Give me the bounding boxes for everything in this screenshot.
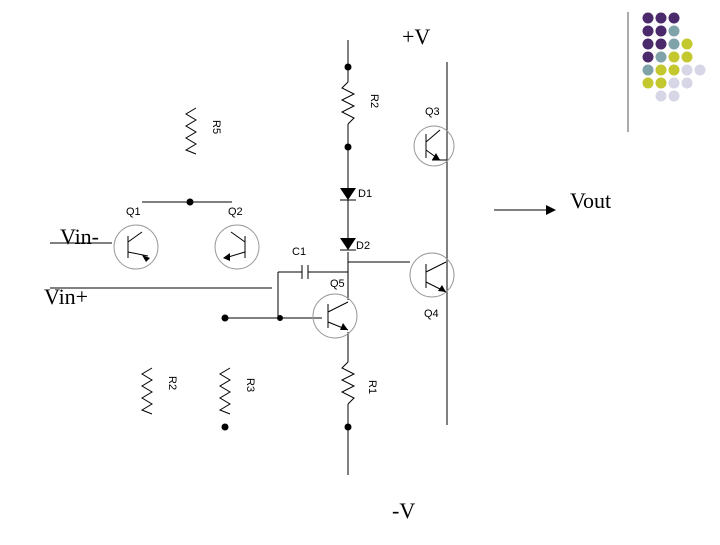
q1-label: Q1 bbox=[126, 206, 141, 218]
decorative-dot bbox=[668, 38, 680, 50]
q1-emitter-arrow bbox=[142, 255, 150, 262]
q4-label: Q4 bbox=[424, 308, 439, 320]
d2-label: D2 bbox=[356, 240, 371, 252]
resistor-r3-symbol bbox=[218, 367, 231, 415]
transistor-q1-body bbox=[113, 224, 159, 270]
r1-label: R1 bbox=[366, 380, 378, 395]
decorative-dot bbox=[655, 90, 667, 102]
junction-dot bbox=[344, 63, 352, 71]
junction-dot bbox=[277, 315, 283, 321]
decorative-dot bbox=[642, 51, 654, 63]
decorative-dot bbox=[681, 64, 693, 76]
decorative-dot bbox=[668, 12, 680, 24]
c1-label: C1 bbox=[292, 246, 307, 258]
r3-label: R3 bbox=[244, 378, 256, 393]
q2-emitter-arrow bbox=[223, 253, 230, 261]
q5-label: Q5 bbox=[330, 278, 345, 290]
transistor-q5-internals bbox=[327, 301, 349, 331]
vin-plus-label: Vin+ bbox=[44, 284, 89, 309]
resistor-r5-symbol bbox=[184, 107, 197, 155]
supply-positive-label: +V bbox=[402, 24, 431, 49]
resistor-r2-left-symbol bbox=[140, 367, 153, 415]
q3-emitter-arrow bbox=[432, 153, 440, 160]
decorative-dot bbox=[642, 77, 654, 89]
decorative-dot bbox=[668, 25, 680, 37]
q4-emitter-arrow bbox=[438, 285, 446, 292]
junction-dot bbox=[221, 423, 229, 431]
transistor-q3-internals bbox=[425, 129, 441, 161]
decorative-dot bbox=[668, 90, 680, 102]
transistor-q1-internals bbox=[127, 231, 149, 258]
junction-dot bbox=[344, 423, 352, 431]
vout-arrow-head bbox=[546, 205, 556, 215]
decorative-dot bbox=[668, 51, 680, 63]
d1-label: D1 bbox=[358, 188, 373, 200]
decorative-dot bbox=[655, 64, 667, 76]
q5-emitter-arrow bbox=[340, 323, 348, 330]
decorative-dot bbox=[681, 38, 693, 50]
q3-label: Q3 bbox=[425, 106, 440, 118]
r5-label: R5 bbox=[210, 120, 222, 135]
decorative-dot bbox=[655, 38, 667, 50]
transistor-q4-body bbox=[409, 252, 455, 298]
decorative-dot-grid bbox=[642, 12, 706, 102]
supply-negative-label: -V bbox=[392, 498, 416, 523]
decorative-dot bbox=[681, 77, 693, 89]
resistor-r2-top-symbol bbox=[340, 81, 356, 125]
decorative-dot bbox=[668, 64, 680, 76]
decorative-dot bbox=[655, 51, 667, 63]
vout-label: Vout bbox=[570, 188, 612, 213]
junction-dot bbox=[221, 314, 229, 322]
decorative-dot bbox=[694, 64, 706, 76]
decorative-dot bbox=[668, 77, 680, 89]
junction-dot bbox=[344, 143, 352, 151]
decorative-dot bbox=[655, 12, 667, 24]
diode-d2-symbol bbox=[340, 238, 356, 250]
q2-label: Q2 bbox=[228, 206, 243, 218]
junction-dot bbox=[186, 198, 194, 206]
vin-minus-label: Vin- bbox=[60, 224, 100, 249]
r2-top-label: R2 bbox=[368, 94, 380, 109]
r2-left-label: R2 bbox=[166, 376, 178, 391]
decorative-dot bbox=[655, 77, 667, 89]
transistor-q2-internals bbox=[224, 231, 246, 259]
decorative-dot bbox=[642, 38, 654, 50]
decorative-dot bbox=[642, 64, 654, 76]
decorative-dot bbox=[655, 25, 667, 37]
resistor-r1-symbol bbox=[340, 361, 356, 405]
diode-d1-symbol bbox=[340, 188, 356, 200]
decorative-dot bbox=[642, 12, 654, 24]
decorative-dot bbox=[681, 51, 693, 63]
transistor-q3-body bbox=[413, 125, 455, 167]
decorative-dot bbox=[642, 25, 654, 37]
transistor-q5-body bbox=[312, 293, 358, 339]
transistor-q2-body bbox=[214, 224, 260, 270]
